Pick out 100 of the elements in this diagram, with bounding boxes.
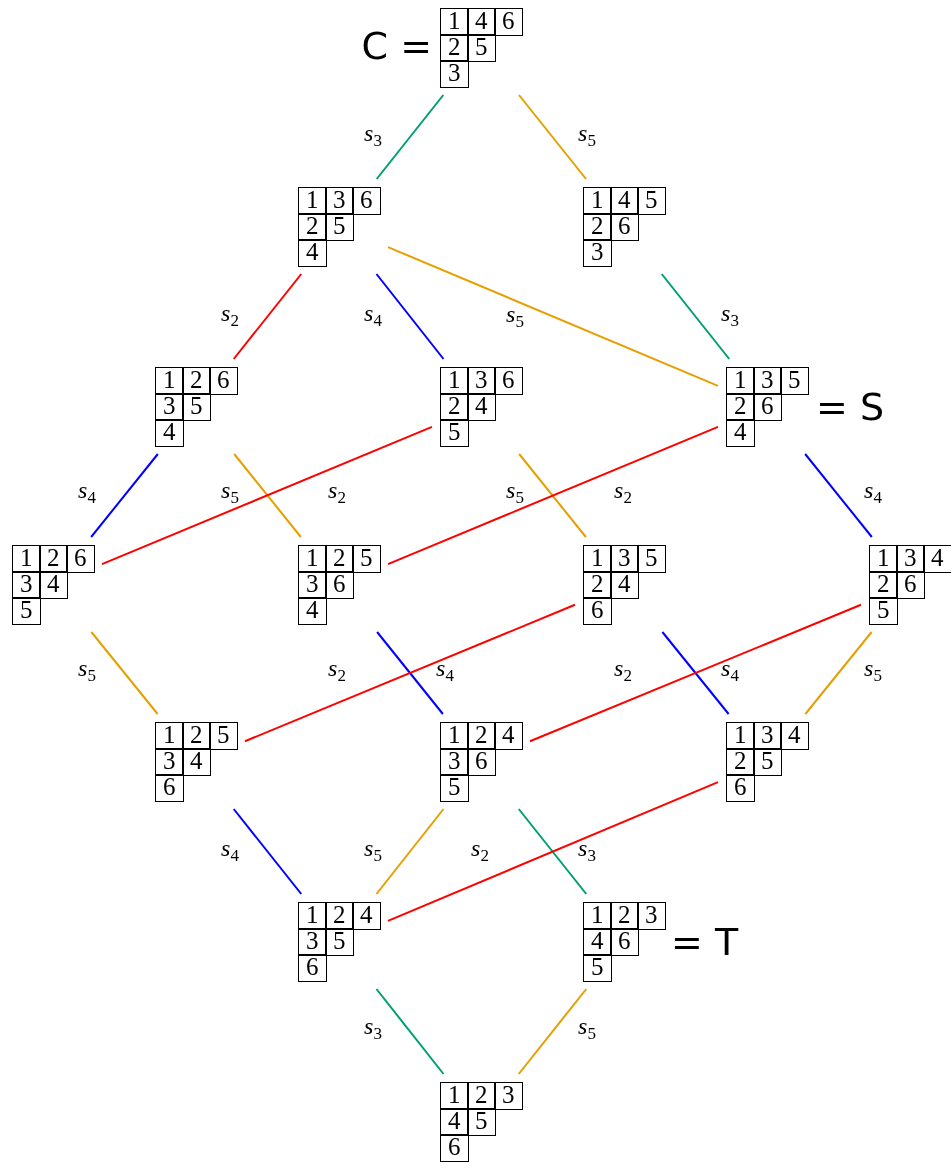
edge-label: s$_{5}$ — [221, 477, 239, 509]
tableau-cell: 6 — [494, 367, 523, 395]
tableau-cell: 4 — [610, 187, 639, 215]
tableau-cell: 4 — [780, 722, 809, 750]
edge-label: s$_{4}$ — [864, 477, 882, 509]
edge-label: s$_{5}$ — [578, 120, 596, 152]
tableau-cell: 6 — [440, 1134, 469, 1162]
tableau-caption: C = — [361, 24, 432, 68]
tableau-cell: 6 — [298, 954, 327, 982]
tableau-cell: 2 — [610, 902, 639, 930]
tableau-cell: 5 — [325, 213, 354, 241]
tableau-cell: 6 — [352, 187, 381, 215]
tableau-cell: 6 — [209, 367, 238, 395]
edge-line — [101, 425, 433, 566]
edge-label: s$_{3}$ — [364, 1013, 382, 1045]
edge-label: s$_{3}$ — [578, 835, 596, 867]
tableau-cell: 2 — [583, 213, 612, 241]
tableau-cell: 1 — [726, 367, 755, 395]
tableau-cell: 3 — [298, 571, 327, 599]
tableau-cell: 1 — [583, 187, 612, 215]
tableau-cell: 2 — [325, 902, 354, 930]
tableau-cell: 5 — [182, 393, 211, 421]
tableau-cell: 5 — [869, 597, 898, 625]
tableau-cell: 2 — [726, 748, 755, 776]
tableau-cell: 5 — [637, 545, 666, 573]
tableau-cell: 5 — [440, 774, 469, 802]
edge-line — [376, 631, 444, 715]
tableau-caption: = S — [816, 385, 885, 429]
tableau-cell: 6 — [583, 597, 612, 625]
young-tableau — [726, 722, 808, 801]
tableau-cell: 3 — [155, 393, 184, 421]
edge-line — [375, 94, 445, 180]
edge-label: s$_{5}$ — [78, 655, 96, 687]
edge-line — [661, 631, 730, 715]
tableau-cell: 1 — [440, 367, 469, 395]
edge-line — [232, 273, 303, 360]
edge-line — [518, 453, 587, 538]
tableau-cell: 4 — [494, 722, 523, 750]
tableau-cell: 1 — [155, 367, 184, 395]
tableau-cell: 6 — [610, 928, 639, 956]
tableau-cell: 6 — [610, 213, 639, 241]
edge-label: s$_{4}$ — [78, 477, 96, 509]
edge-line — [517, 94, 588, 180]
edge-label: s$_{4}$ — [436, 655, 454, 687]
tableau-cell: 3 — [467, 367, 496, 395]
young-tableau — [869, 545, 951, 624]
tableau-cell: 2 — [298, 213, 327, 241]
edge-label: s$_{5}$ — [364, 835, 382, 867]
tableau-cell: 5 — [467, 34, 496, 62]
edge-label: s$_{4}$ — [364, 300, 382, 332]
edge-line — [244, 603, 576, 743]
tableau-cell: 4 — [440, 1108, 469, 1136]
tableau-cell: 3 — [494, 1082, 523, 1110]
edge-label: s$_{5}$ — [506, 301, 524, 333]
tableau-cell: 2 — [726, 393, 755, 421]
young-tableau — [726, 367, 808, 446]
tableau-cell: 3 — [440, 748, 469, 776]
tableau-cell: 1 — [869, 545, 898, 573]
edge-label: s$_{2}$ — [328, 477, 346, 509]
edge-label: s$_{4}$ — [721, 655, 739, 687]
edge-label: s$_{3}$ — [364, 120, 382, 152]
tableau-cell: 1 — [440, 1082, 469, 1110]
tableau-cell: 5 — [583, 954, 612, 982]
young-tableau — [298, 187, 380, 266]
tableau-cell: 5 — [12, 597, 41, 625]
tableau-cell: 5 — [325, 928, 354, 956]
tableau-cell: 4 — [155, 419, 184, 447]
tableau-cell: 3 — [753, 367, 782, 395]
tableau-cell: 5 — [352, 545, 381, 573]
edge-line — [660, 273, 731, 360]
tableau-cell: 1 — [583, 902, 612, 930]
tableau-cell: 3 — [753, 722, 782, 750]
tableau-cell: 2 — [325, 545, 354, 573]
edge-line — [375, 988, 445, 1075]
tableau-cell: 6 — [467, 748, 496, 776]
tableau-cell: 3 — [610, 545, 639, 573]
edge-label: s$_{2}$ — [614, 477, 632, 509]
edge-line — [90, 453, 159, 538]
tableau-cell: 5 — [209, 722, 238, 750]
edge-line — [387, 246, 719, 387]
tableau-cell: 1 — [12, 545, 41, 573]
tableau-cell: 1 — [298, 187, 327, 215]
young-tableau — [440, 8, 522, 87]
tableau-cell: 2 — [182, 367, 211, 395]
young-tableau — [155, 367, 237, 446]
tableau-cell: 6 — [726, 774, 755, 802]
edge-label: s$_{2}$ — [328, 655, 346, 687]
tableau-cell: 6 — [753, 393, 782, 421]
tableau-cell: 5 — [637, 187, 666, 215]
tableau-cell: 4 — [610, 571, 639, 599]
tableau-cell: 6 — [325, 571, 354, 599]
young-tableau — [583, 545, 665, 624]
edge-line — [517, 988, 588, 1075]
tableau-cell: 4 — [298, 239, 327, 267]
edge-label: s$_{2}$ — [221, 300, 239, 332]
tableau-cell: 5 — [753, 748, 782, 776]
tableau-cell: 4 — [583, 928, 612, 956]
tableau-cell: 2 — [467, 722, 496, 750]
tableau-cell: 1 — [298, 902, 327, 930]
edge-label: s$_{3}$ — [721, 300, 739, 332]
